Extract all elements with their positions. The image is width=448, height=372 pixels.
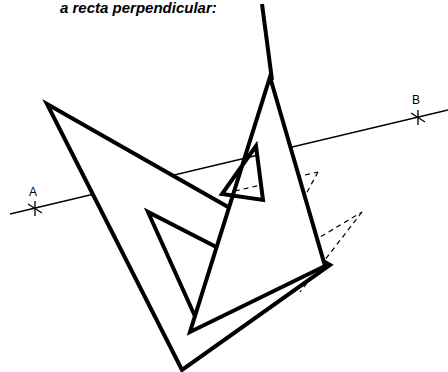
point-label: A <box>29 186 37 198</box>
tick-a <box>28 204 42 213</box>
perpendicular-line <box>262 4 272 80</box>
heading-text: a recta perpendicular: <box>60 0 217 15</box>
tick-b <box>411 113 425 122</box>
small-set-square <box>190 77 325 332</box>
point-label: B <box>412 94 420 106</box>
